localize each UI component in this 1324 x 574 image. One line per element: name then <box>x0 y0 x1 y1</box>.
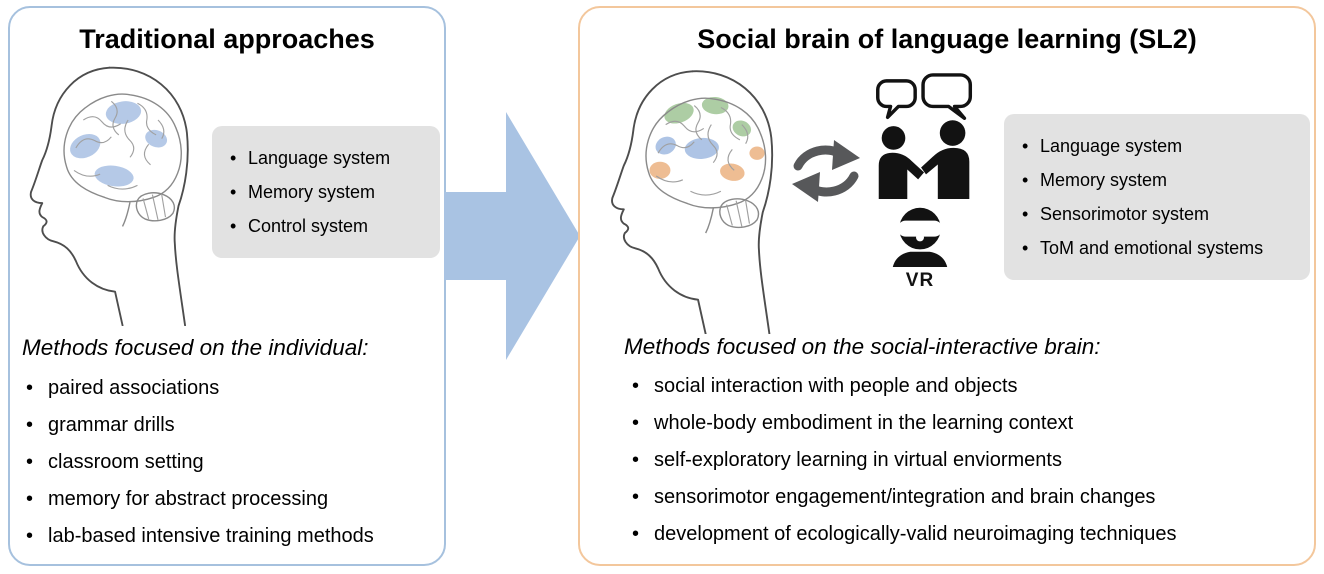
list-item: self-exploratory learning in virtual env… <box>628 442 1177 479</box>
list-item: development of ecologically-valid neuroi… <box>628 516 1177 553</box>
traditional-approaches-panel: Traditional approaches <box>8 6 446 566</box>
brain-head-individual-icon <box>29 66 189 326</box>
left-systems-box: Language systemMemory systemControl syst… <box>212 126 440 258</box>
right-methods-list: social interaction with people and objec… <box>628 368 1177 553</box>
list-item: Control system <box>226 209 428 243</box>
left-methods-heading: Methods focused on the individual: <box>22 335 369 360</box>
list-item: memory for abstract processing <box>22 481 374 518</box>
list-item: Sensorimotor system <box>1018 197 1298 231</box>
vr-headset-icon <box>892 207 948 267</box>
flow-arrow-icon <box>444 112 580 360</box>
list-item: paired associations <box>22 370 374 407</box>
list-item: classroom setting <box>22 444 374 481</box>
social-brain-panel: Social brain of language learning (SL2) <box>578 6 1316 566</box>
list-item: Language system <box>1018 129 1298 163</box>
right-systems-box: Language systemMemory systemSensorimotor… <box>1004 114 1310 280</box>
right-panel-title: Social brain of language learning (SL2) <box>697 24 1197 54</box>
list-item: whole-body embodiment in the learning co… <box>628 405 1177 442</box>
brain-head-social-icon <box>611 70 774 334</box>
left-methods-list: paired associationsgrammar drillsclassro… <box>22 370 374 555</box>
list-item: social interaction with people and objec… <box>628 368 1177 405</box>
list-item: sensorimotor engagement/integration and … <box>628 479 1177 516</box>
list-item: Memory system <box>226 175 428 209</box>
people-conversation-icon <box>876 73 973 200</box>
vr-label: VR <box>905 270 935 291</box>
list-item: ToM and emotional systems <box>1018 231 1298 265</box>
list-item: lab-based intensive training methods <box>22 518 374 555</box>
list-item: Language system <box>226 141 428 175</box>
left-panel-title: Traditional approaches <box>79 24 375 54</box>
list-item: grammar drills <box>22 407 374 444</box>
sync-arrows-icon <box>792 140 860 202</box>
list-item: Memory system <box>1018 163 1298 197</box>
right-methods-heading: Methods focused on the social-interactiv… <box>624 334 1101 359</box>
